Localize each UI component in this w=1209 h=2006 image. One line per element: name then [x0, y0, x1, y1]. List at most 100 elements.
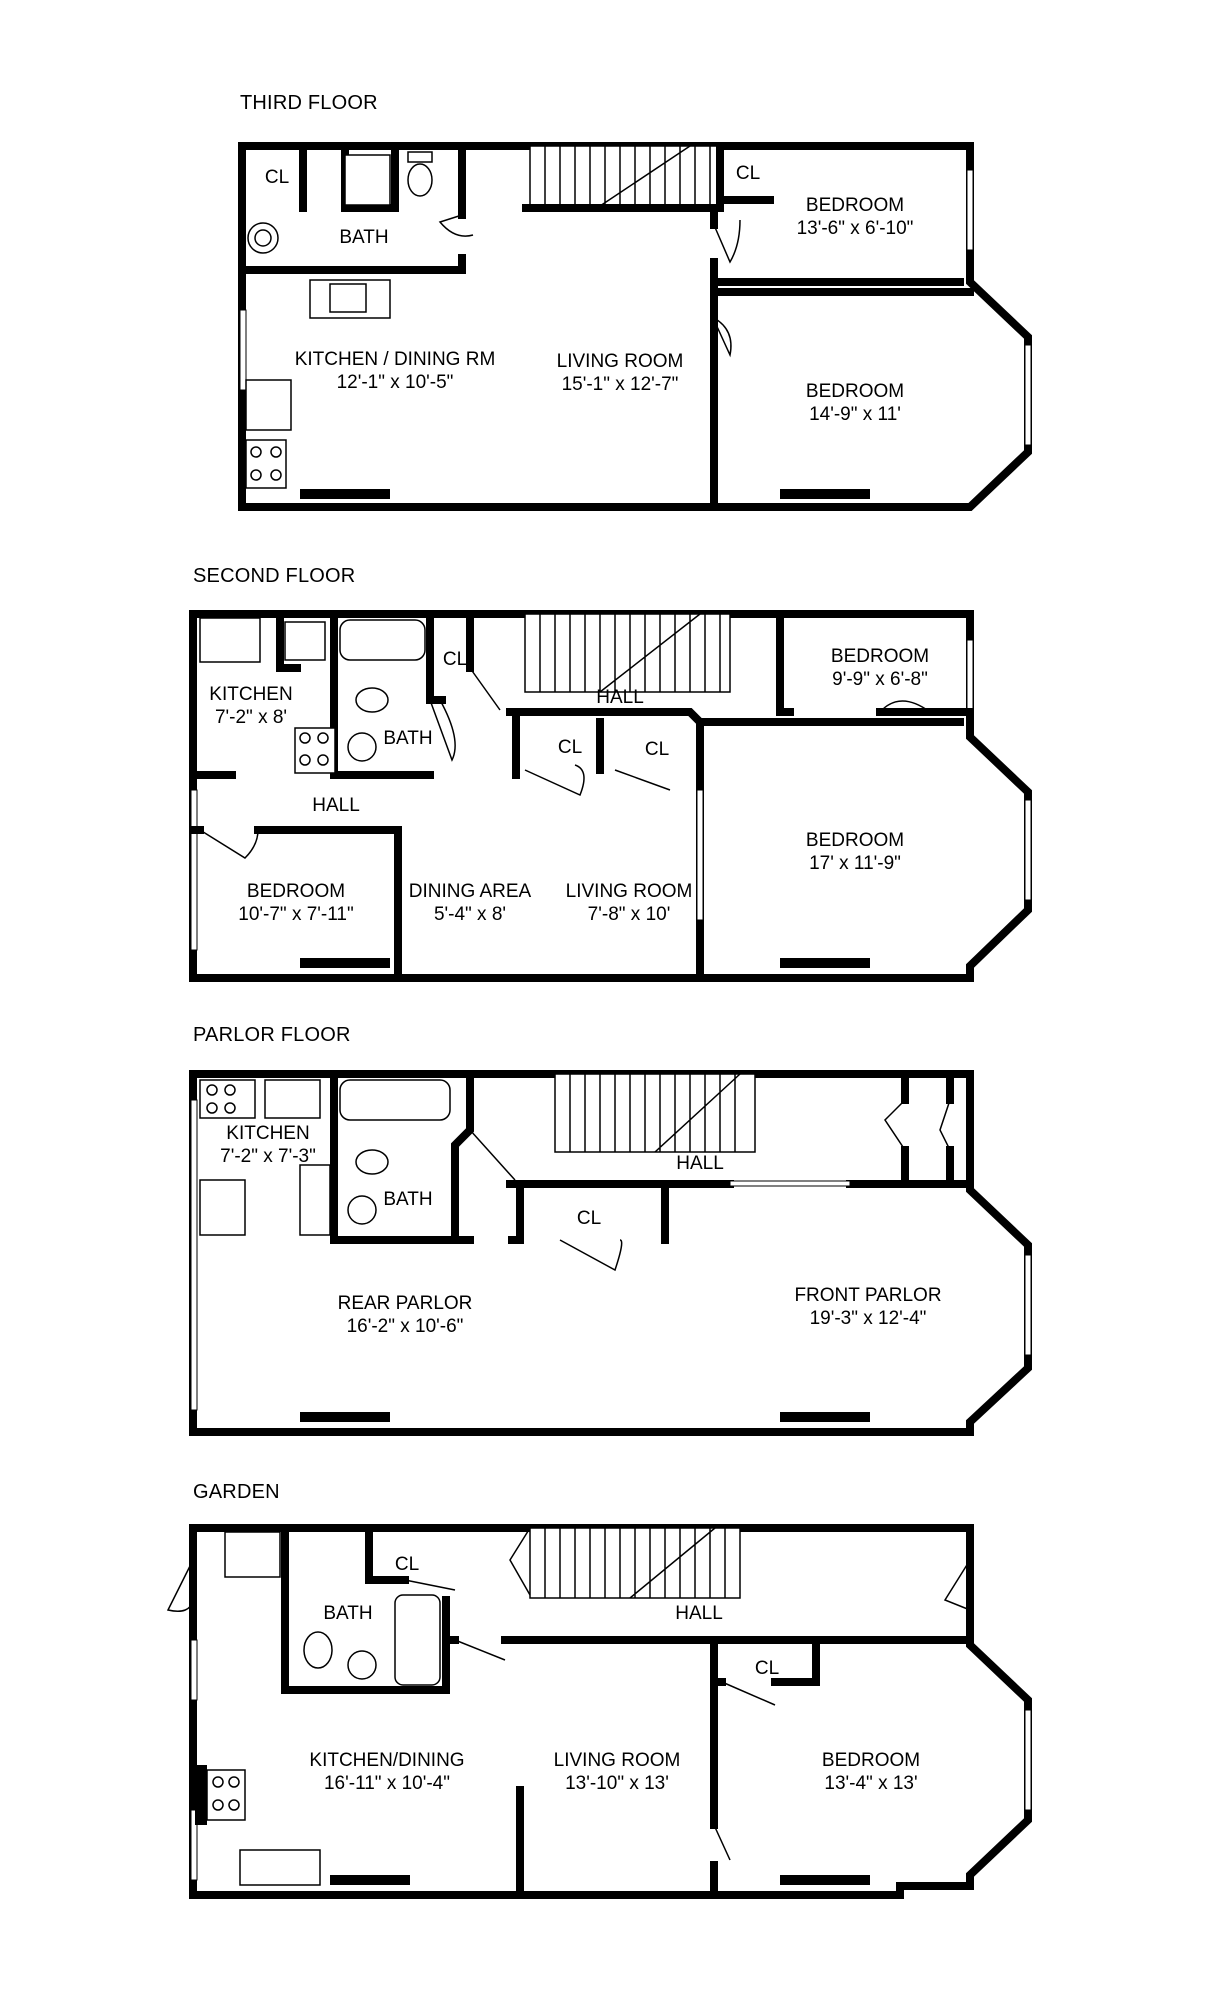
- door-swing-icon: [939, 1099, 951, 1151]
- room-label-hall: HALL: [676, 1153, 724, 1174]
- refrigerator-icon: [199, 617, 261, 663]
- staircase-icon: [524, 613, 731, 693]
- bay-window-icon: [977, 1194, 1025, 1419]
- room-label-closet: CL: [264, 167, 290, 188]
- bathtub-icon: [339, 619, 426, 661]
- room-label-closet: CL: [576, 1208, 602, 1229]
- wall: [508, 1180, 524, 1244]
- door-swing-icon: [199, 829, 259, 859]
- room-label-hall: HALL: [675, 1603, 723, 1624]
- kitchen-sink-icon: [264, 1079, 321, 1119]
- toilet-icon: [303, 1631, 333, 1669]
- stove-icon: [294, 727, 336, 774]
- window-icon: [239, 309, 247, 391]
- chimney-icon: [195, 1765, 207, 1825]
- garden-floor-plan: [166, 1524, 1032, 1899]
- door-swing-icon: [509, 1527, 531, 1596]
- staircase-icon: [554, 1073, 756, 1153]
- radiator-icon: [300, 958, 390, 968]
- toilet-icon: [355, 1149, 389, 1175]
- radiator-icon: [300, 1412, 390, 1422]
- window-icon: [966, 169, 974, 251]
- sliding-door-icon: [729, 1180, 851, 1187]
- door-swing-icon: [721, 1681, 776, 1706]
- door-swing-icon: [166, 1559, 194, 1612]
- room-label-bath: BATH: [339, 227, 389, 248]
- wall: [776, 610, 794, 716]
- bathtub-icon: [394, 1594, 441, 1686]
- window-icon: [190, 1099, 198, 1411]
- floor-title: GARDEN: [193, 1481, 280, 1503]
- wall: [451, 1070, 474, 1244]
- sink-icon: [347, 732, 377, 762]
- door-swing-icon: [879, 700, 931, 713]
- door-swing-icon: [524, 764, 585, 797]
- door-swing-icon: [429, 699, 456, 762]
- door-swing-icon: [713, 317, 732, 358]
- staircase-icon: [529, 145, 721, 207]
- radiator-icon: [780, 1875, 870, 1885]
- kitchen-sink-icon: [284, 621, 326, 661]
- door-swing-icon: [559, 1239, 623, 1272]
- radiator-icon: [300, 489, 390, 499]
- stove-icon: [206, 1769, 246, 1821]
- wall: [506, 708, 704, 774]
- bay-window-icon: [977, 1649, 1025, 1871]
- bay-window-icon: [977, 286, 1025, 503]
- wall: [276, 610, 301, 672]
- window-icon: [190, 789, 198, 951]
- bathtub-icon: [339, 1079, 451, 1121]
- window-icon: [1024, 799, 1032, 901]
- wall: [365, 1524, 409, 1584]
- room-label-closet: CL: [735, 163, 761, 184]
- sink-icon: [347, 1195, 377, 1225]
- parlor-floor-outer-wall: [189, 1070, 1032, 1436]
- wall: [254, 826, 402, 982]
- radiator-icon: [780, 489, 870, 499]
- window-icon: [190, 1809, 198, 1881]
- bay-window-icon: [977, 741, 1025, 963]
- room-label-hall: HALL: [596, 687, 644, 708]
- third-floor-plan: [238, 142, 1032, 511]
- toilet-icon: [355, 687, 389, 713]
- door-swing-icon: [404, 1579, 456, 1591]
- window-icon: [1024, 1709, 1032, 1811]
- room-label-closet: CL: [442, 649, 468, 670]
- kitchen-sink-icon: [239, 1849, 321, 1886]
- sink-icon: [347, 1650, 377, 1680]
- window-icon: [190, 1639, 198, 1701]
- door-swing-icon: [713, 1824, 731, 1861]
- radiator-icon: [780, 1412, 870, 1422]
- counter-icon: [299, 1164, 331, 1236]
- parlor-floor-plan: [189, 1070, 1032, 1436]
- room-label-closet: CL: [557, 737, 583, 758]
- wall: [330, 1070, 474, 1244]
- door-swing-icon: [943, 1559, 971, 1611]
- door-swing-icon: [614, 769, 671, 791]
- door-swing-icon: [884, 1099, 906, 1151]
- second-floor-plan: [189, 610, 1032, 982]
- door-swing-icon: [469, 1129, 516, 1181]
- floor-title: THIRD FLOOR: [240, 92, 378, 114]
- door-swing-icon: [469, 667, 501, 711]
- toilet-icon: [407, 163, 433, 197]
- room-label-closet: CL: [754, 1658, 780, 1679]
- refrigerator-icon: [199, 1179, 246, 1236]
- room-label-bath: BATH: [383, 728, 433, 749]
- room-label-hall: HALL: [312, 795, 360, 816]
- stove-icon: [245, 439, 287, 489]
- window-icon: [1024, 344, 1032, 446]
